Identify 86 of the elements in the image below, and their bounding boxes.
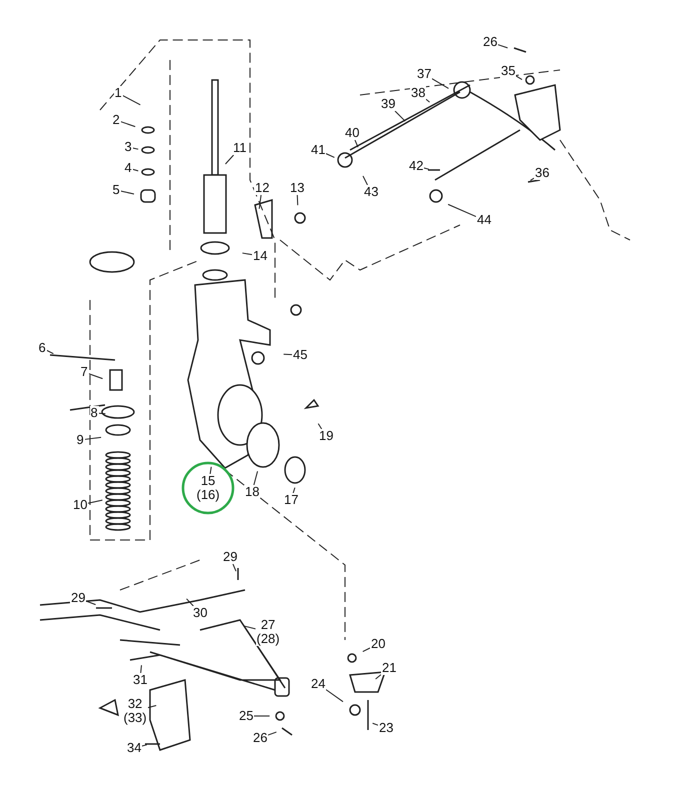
leader-line (326, 153, 335, 158)
callout-number: 15 (200, 474, 216, 488)
callout-number: 30 (193, 606, 208, 620)
leader-line (362, 648, 370, 652)
callout-number: 38 (411, 86, 426, 100)
leader-line (140, 664, 142, 674)
callout-number: 37 (417, 67, 432, 81)
callout-number: 32 (128, 697, 142, 711)
callout-number: 43 (364, 185, 378, 199)
callout-number: 3 (124, 140, 132, 154)
leader-line (283, 354, 292, 356)
callout-number: 14 (253, 249, 268, 263)
callout-number: 20 (371, 637, 386, 651)
leader-line (426, 98, 430, 103)
callout-number: 40 (345, 126, 360, 140)
leader-line (86, 600, 96, 606)
callout-number: 42 (409, 159, 424, 173)
leader-line (232, 564, 236, 572)
callout-number: 23 (379, 721, 394, 735)
leader-line (142, 744, 148, 746)
leader-line (516, 75, 522, 80)
leader-line (224, 154, 234, 164)
callout-number: 25 (239, 709, 254, 723)
callout-number: (33) (124, 711, 147, 725)
leader-line (498, 44, 508, 48)
leader-line (186, 598, 194, 606)
callout-number: 11 (233, 141, 246, 155)
callout-number: 7 (80, 365, 88, 379)
callout-number: 13 (290, 181, 304, 195)
callout-number: 18 (245, 485, 260, 499)
leader-line (84, 436, 102, 440)
leader-line (120, 121, 136, 128)
callout-number: 10 (73, 498, 88, 512)
leader-line (432, 78, 450, 89)
leader-line (132, 147, 139, 150)
leader-line (424, 168, 430, 170)
callout-number: 17 (284, 493, 298, 507)
leader-line (354, 140, 358, 148)
callout-number: 19 (319, 429, 334, 443)
callout-number: 39 (381, 97, 396, 111)
callout-number: 24 (311, 677, 326, 691)
leader-line (394, 110, 406, 122)
leader-line (147, 705, 157, 708)
callout-number: (28) (256, 632, 280, 646)
callout-number: 26 (253, 731, 268, 745)
leader-line (296, 194, 298, 206)
callout-number: 29 (71, 591, 86, 605)
callout-number: 27 (260, 618, 276, 632)
leader-line (243, 625, 256, 630)
leader-line (530, 178, 534, 181)
callout-number: 1 (114, 86, 122, 100)
leader-line (258, 194, 262, 210)
leader-line (268, 732, 277, 736)
callout-number: 36 (535, 166, 550, 180)
callout-number: 34 (127, 741, 142, 755)
callout-number: 6 (38, 341, 46, 355)
callout-number: 31 (133, 673, 148, 687)
leader-line (242, 252, 252, 256)
callout-number: 41 (311, 143, 326, 157)
callout-number: 4 (124, 161, 132, 175)
callout-number: 44 (477, 213, 492, 227)
callout-number: 12 (255, 181, 270, 195)
callout-number: 2 (112, 113, 120, 127)
leader-line (88, 373, 104, 380)
callout-number: 21 (382, 661, 396, 675)
leader-line (292, 487, 296, 494)
leader-line (375, 674, 382, 680)
leader-line (88, 500, 103, 504)
leader-line (120, 190, 134, 194)
callout-number: 8 (90, 406, 98, 420)
callout-number: 29 (223, 550, 238, 564)
leader-line (98, 412, 106, 414)
leader-line (372, 722, 378, 726)
callout-number: (16) (196, 488, 220, 502)
leader-line (448, 204, 476, 218)
callout-number: 45 (293, 348, 308, 362)
leader-line (326, 689, 344, 702)
leader-line (122, 94, 141, 106)
leader-line (210, 466, 212, 474)
leader-line (253, 470, 258, 486)
leader-line (362, 176, 368, 186)
callout-number: 35 (501, 64, 516, 78)
callout-number: 5 (112, 183, 120, 197)
callout-number: 26 (483, 35, 498, 49)
leader-line (318, 423, 322, 430)
callout-number: 9 (76, 433, 84, 447)
